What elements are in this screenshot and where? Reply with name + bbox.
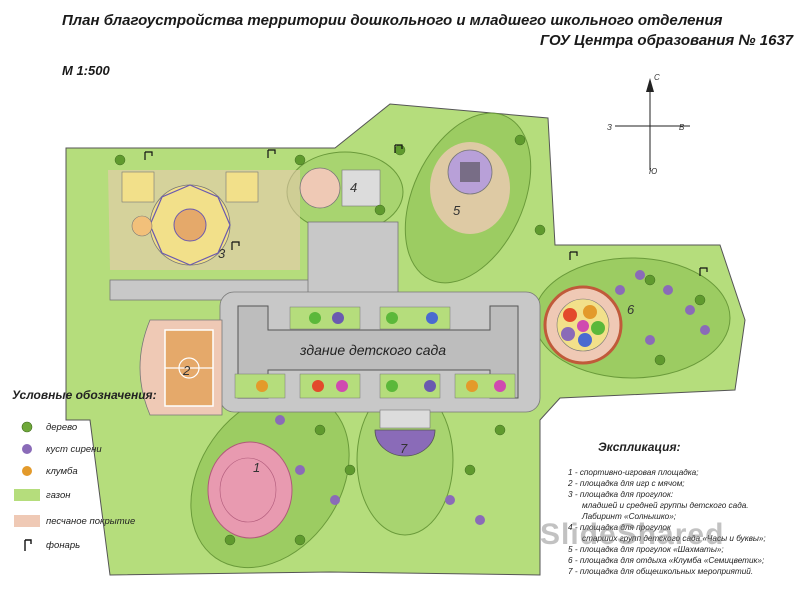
zone-number-3: 3 — [218, 246, 226, 261]
bed-lawn-n1 — [289, 306, 361, 330]
zone-number-5: 5 — [453, 203, 461, 218]
explication-line: 1 - спортивно-игровая площадка; — [568, 468, 699, 477]
zone-2-ball-court — [139, 319, 223, 416]
plan-title-line2: ГОУ Центра образования № 1637 — [540, 32, 794, 49]
watermark: SlideShared — [540, 518, 725, 551]
explication-line: младшей и средней группы детского сада. — [582, 501, 749, 510]
plan-title-line1: План благоустройства территории дошкольн… — [62, 12, 723, 29]
legend-lawn-label: газон — [46, 489, 71, 501]
explication-line: старших групп детского сада «Часы и букв… — [582, 534, 766, 543]
zone-3-maze-sun — [108, 170, 300, 270]
zone-number-7: 7 — [400, 441, 408, 456]
legend-tree-label: дерево — [46, 421, 78, 433]
explication-line: Лабиринт «Солнышко»; — [582, 512, 677, 521]
building-label: здание детского сада — [299, 342, 446, 358]
zone-6-semitsvetik — [543, 285, 623, 365]
legend-lantern: фонарь — [14, 538, 80, 552]
zone-1-sport-playground — [207, 441, 293, 539]
legend-lantern-label: фонарь — [46, 539, 81, 551]
compass-south: Ю — [649, 167, 657, 176]
legend-lilac: куст сирени — [14, 443, 102, 455]
bed-lawn-s4 — [454, 373, 516, 399]
zone-number-6: 6 — [627, 302, 635, 317]
explication-line: 5 - площадка для прогулок «Шахматы»; — [568, 545, 724, 554]
compass-north: С — [654, 73, 660, 82]
compass-rose: С Ю В З — [607, 73, 690, 176]
lilac-bush-icon — [22, 444, 32, 454]
legend-flowerbed-label: клумба — [46, 465, 78, 477]
explication-line: 3 - площадка для прогулок: — [568, 490, 674, 499]
sand-swatch — [14, 515, 40, 527]
explication-title: Экспликация: — [598, 440, 681, 454]
compass-west: З — [607, 123, 612, 132]
explication-line: 6 - площадка для отдыха «Клумба «Семицве… — [568, 556, 765, 565]
tree-icon — [21, 421, 33, 433]
explication-line: 7 - площадка для общешкольных мероприяти… — [568, 567, 754, 576]
explication-line: 4 - площадка для прогулок — [568, 523, 671, 532]
path-north — [307, 221, 399, 295]
zone-number-4: 4 — [350, 180, 357, 195]
lanterns — [144, 144, 708, 276]
zone-5-chess — [430, 142, 510, 234]
zone-4-clock-letters — [299, 167, 381, 209]
trees — [114, 134, 706, 546]
legend-title: Условные обозначения: — [12, 388, 157, 402]
bed-lawn-s2 — [299, 373, 361, 399]
flowerbed-icon — [22, 466, 32, 476]
legend-lilac-label: куст сирени — [46, 443, 102, 455]
legend-flowerbed: клумба — [14, 465, 78, 477]
explication-line: 2 - площадка для игр с мячом; — [568, 479, 685, 488]
lilac-bushes — [275, 270, 710, 525]
legend-tree: дерево — [14, 421, 77, 433]
lawn-swatch — [14, 489, 40, 501]
lantern-icon — [24, 539, 32, 551]
scale-label: М 1:500 — [62, 63, 110, 78]
zone-7-school-events — [374, 409, 436, 457]
legend-lawn: газон — [14, 489, 70, 501]
legend-sand: песчаное покрытие — [14, 515, 135, 527]
legend-sand-label: песчаное покрытие — [46, 515, 136, 527]
zone-number-1: 1 — [253, 460, 260, 475]
compass-east: В — [679, 123, 685, 132]
flowerbeds — [256, 312, 506, 392]
zone-number-2: 2 — [182, 363, 191, 378]
